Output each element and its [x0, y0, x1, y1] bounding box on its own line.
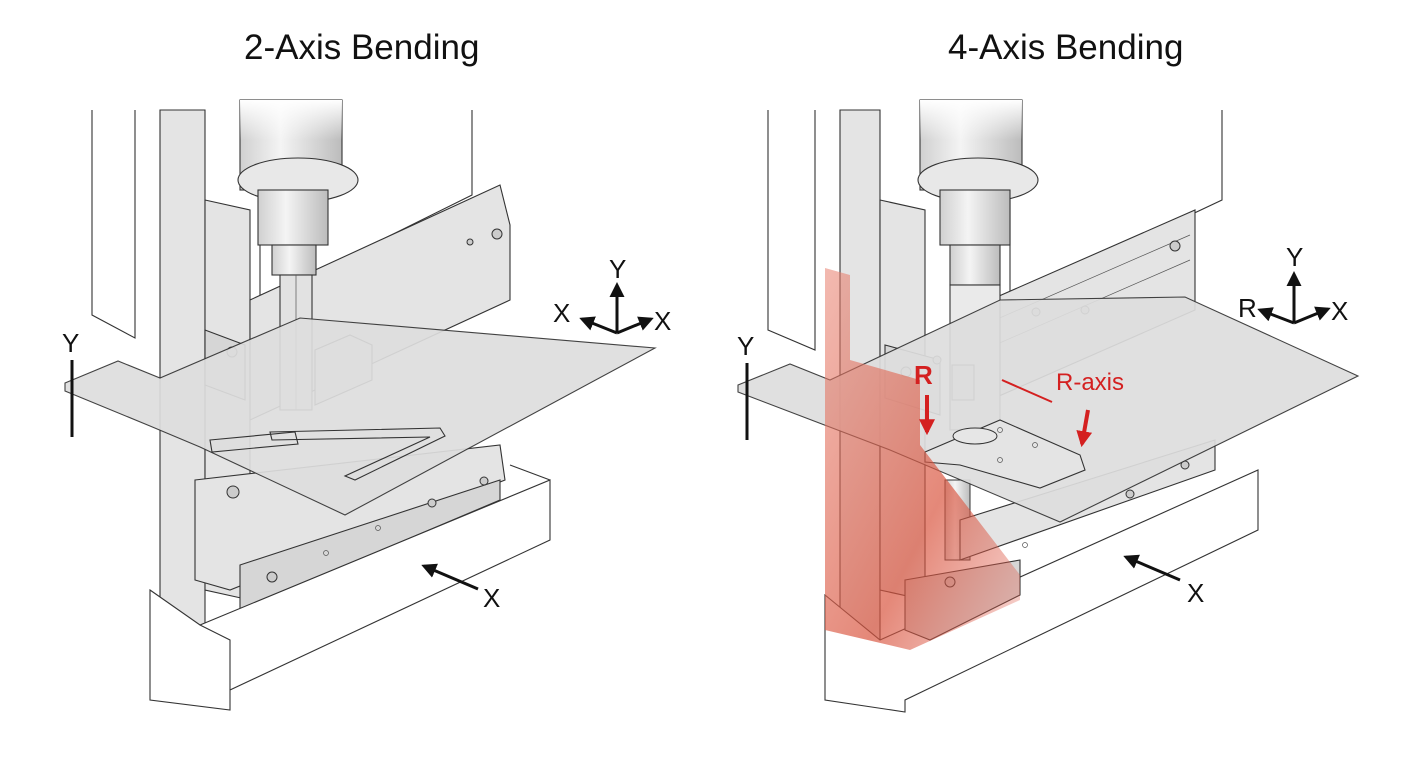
machine-2-axis: [64, 99, 657, 711]
sheet-flange: [269, 427, 446, 481]
side-axis-label: Y: [62, 328, 79, 358]
bottom-axis-2-axis: X: [421, 563, 500, 613]
bottom-axis-label: X: [483, 583, 500, 613]
bottom-axis-4-axis: X: [1123, 554, 1204, 608]
side-axis-4-axis: Y: [737, 331, 754, 440]
punch-body: [939, 189, 1011, 246]
side-axis-2-axis: Y: [62, 328, 79, 437]
punch-body: [257, 189, 329, 246]
back-frame-left: [767, 110, 816, 351]
triad-left-arrow: [1257, 307, 1295, 325]
triad-up-label: Y: [1286, 242, 1303, 272]
back-frame-left: [91, 110, 136, 339]
triad-up-label: Y: [609, 254, 626, 284]
screw: [266, 571, 278, 583]
r-axis-annotations: R R-axis: [914, 360, 1124, 448]
axis-triad-2-axis: Y X X: [553, 254, 671, 336]
punch-neck: [271, 244, 317, 276]
base-block: [149, 479, 551, 711]
screw: [427, 498, 437, 508]
sheet-metal: [64, 317, 657, 516]
triad-left-label: R: [1238, 293, 1257, 323]
lower-rail-front: [239, 479, 501, 611]
bottom-axis-label: X: [1187, 578, 1204, 608]
bottom-axis-arrow: [421, 563, 479, 591]
r-marker-label: R: [914, 360, 933, 390]
bottom-axis-arrow: [1123, 554, 1181, 582]
machine-4-axis: [737, 99, 1360, 713]
triad-left-arrow: [579, 316, 618, 335]
cylinder-fade: [240, 100, 342, 140]
screw: [491, 228, 503, 240]
triad-right-arrow: [616, 316, 654, 335]
panel-title-4-axis: 4-Axis Bending: [948, 28, 1184, 67]
triad-right-label: X: [1331, 296, 1348, 326]
sheet-metal: [737, 296, 1360, 523]
axis-triad-4-axis: Y R X: [1238, 242, 1348, 326]
cylinder-fade: [920, 100, 1022, 140]
screw: [226, 485, 240, 499]
panel-title-2-axis: 2-Axis Bending: [244, 28, 480, 67]
triad-left-label: X: [553, 298, 570, 328]
r-axis-leader-line: [1001, 379, 1053, 403]
rotation-zone-highlight: [825, 268, 1020, 650]
r-axis-down-arrow: [1076, 409, 1093, 448]
screw: [1169, 240, 1181, 252]
triad-right-label: X: [654, 306, 671, 336]
screw: [1125, 489, 1135, 499]
screw: [466, 238, 474, 246]
screw: [479, 476, 489, 486]
triad-right-arrow: [1293, 306, 1331, 325]
side-axis-label: Y: [737, 331, 754, 361]
punch-neck: [949, 244, 1001, 286]
r-axis-label: R-axis: [1056, 369, 1124, 396]
